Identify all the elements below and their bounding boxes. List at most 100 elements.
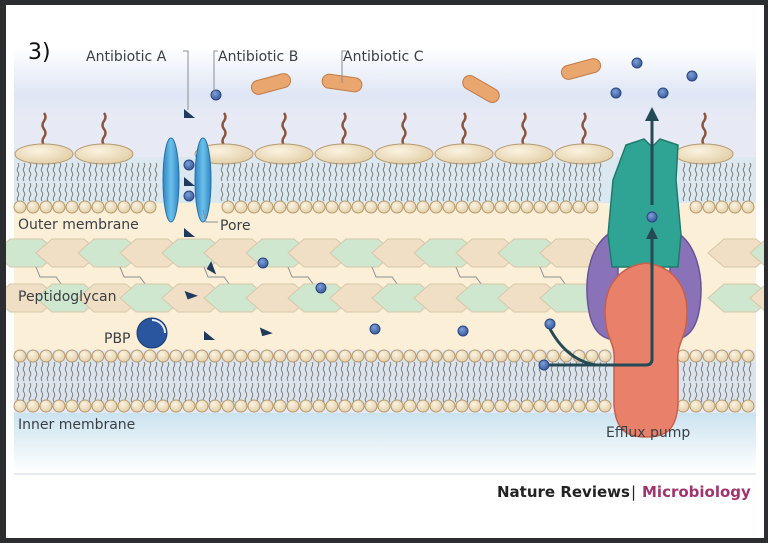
lipid-tail — [562, 162, 566, 182]
lipid-tail — [46, 382, 50, 403]
lipid-tail — [424, 182, 428, 202]
lipid-tail — [592, 182, 596, 202]
label-inner-membrane: Inner membrane — [18, 417, 135, 433]
lipid-tail — [310, 182, 314, 202]
lipid-tail — [130, 182, 134, 202]
lipid-tail — [34, 162, 38, 182]
lipid-tail — [376, 382, 380, 403]
lps-head — [674, 143, 734, 165]
lipid-tail — [382, 162, 386, 182]
lipid-tail — [514, 182, 518, 202]
lipid-tail — [400, 182, 404, 202]
lipid-head — [78, 200, 92, 214]
lipid-tail — [472, 162, 476, 182]
lipid-tail — [232, 182, 236, 202]
lipid-tail — [22, 182, 26, 202]
lipid-tail — [520, 361, 524, 382]
antibiotic-c-molecule — [250, 73, 292, 95]
lipid-head — [520, 200, 534, 214]
lipid-tail — [328, 382, 332, 403]
lipid-tail — [286, 162, 290, 182]
lipid-head — [299, 349, 313, 363]
lipid-head — [507, 399, 521, 413]
lipid-head — [455, 349, 469, 363]
lps-head — [314, 143, 374, 165]
lipid-tail — [748, 162, 752, 182]
lipid-head — [520, 399, 534, 413]
lipid-tail — [16, 162, 20, 182]
lipid-tail — [478, 182, 482, 202]
lipid-tail — [76, 382, 80, 403]
lipid-tail — [430, 382, 434, 403]
lipid-tail — [70, 361, 74, 382]
lipid-tail — [568, 182, 572, 202]
lipid-head — [65, 399, 79, 413]
lipid-head — [169, 349, 183, 363]
lipid-tail — [166, 361, 170, 382]
lipid-tail — [682, 382, 686, 403]
lipid-tail — [424, 382, 428, 403]
lipid-tail — [40, 182, 44, 202]
lipid-head — [364, 399, 378, 413]
lipid-tail — [550, 162, 554, 182]
lipid-tail — [502, 162, 506, 182]
lipid-tail — [82, 162, 86, 182]
lipid-tail — [88, 382, 92, 403]
lipid-head — [533, 399, 547, 413]
peptide-crosslink — [287, 266, 315, 286]
lipid-tail — [401, 112, 407, 146]
lipid-tail — [88, 162, 92, 182]
label-antibiotic-b: Antibiotic B — [218, 49, 298, 65]
lipid-tail — [124, 382, 128, 403]
lipid-tail — [460, 382, 464, 403]
lipid-tail — [382, 182, 386, 202]
lipid-tail — [256, 382, 260, 403]
lipid-tail — [460, 162, 464, 182]
lipid-tail — [292, 361, 296, 382]
lipid-tail — [418, 162, 422, 182]
lipid-tail — [520, 162, 524, 182]
lipid-head — [52, 399, 66, 413]
lipid-tail — [256, 182, 260, 202]
lipid-tail — [724, 361, 728, 382]
lipid-tail — [526, 162, 530, 182]
lipid-tail — [58, 382, 62, 403]
lipid-tail — [316, 382, 320, 403]
lipid-tail — [232, 162, 236, 182]
lipid-head — [351, 200, 365, 214]
lipid-tail — [346, 382, 350, 403]
lipid-tail — [28, 361, 32, 382]
lipid-tail — [382, 382, 386, 403]
lipid-tail — [700, 162, 704, 182]
lipid-tail — [556, 162, 560, 182]
lipid-tail — [238, 182, 242, 202]
lipid-head — [247, 349, 261, 363]
lipid-tail — [376, 361, 380, 382]
lipid-tail — [136, 361, 140, 382]
lipid-tail — [502, 182, 506, 202]
lipid-tail — [490, 182, 494, 202]
antibiotic-b-molecule — [610, 87, 622, 99]
lipid-tail — [382, 361, 386, 382]
lipid-tail — [688, 382, 692, 403]
lipid-tail — [208, 382, 212, 403]
lipid-tail — [100, 361, 104, 382]
lipid-tail — [724, 162, 728, 182]
lipid-tail — [322, 382, 326, 403]
lipid-tail — [742, 361, 746, 382]
lipid-tail — [394, 182, 398, 202]
lipid-tail — [736, 382, 740, 403]
lipid-tail — [346, 361, 350, 382]
lipid-tail — [268, 382, 272, 403]
lipid-tail — [706, 182, 710, 202]
lipid-tail — [682, 182, 686, 202]
lipid-tail — [28, 162, 32, 182]
lipid-tail — [304, 361, 308, 382]
lipid-tail — [466, 361, 470, 382]
peptidoglycan-layer — [6, 238, 764, 313]
lipid-tail — [226, 182, 230, 202]
lipid-head — [338, 200, 352, 214]
lipid-tail — [82, 182, 86, 202]
lipid-tail — [496, 162, 500, 182]
lipid-tail — [322, 361, 326, 382]
